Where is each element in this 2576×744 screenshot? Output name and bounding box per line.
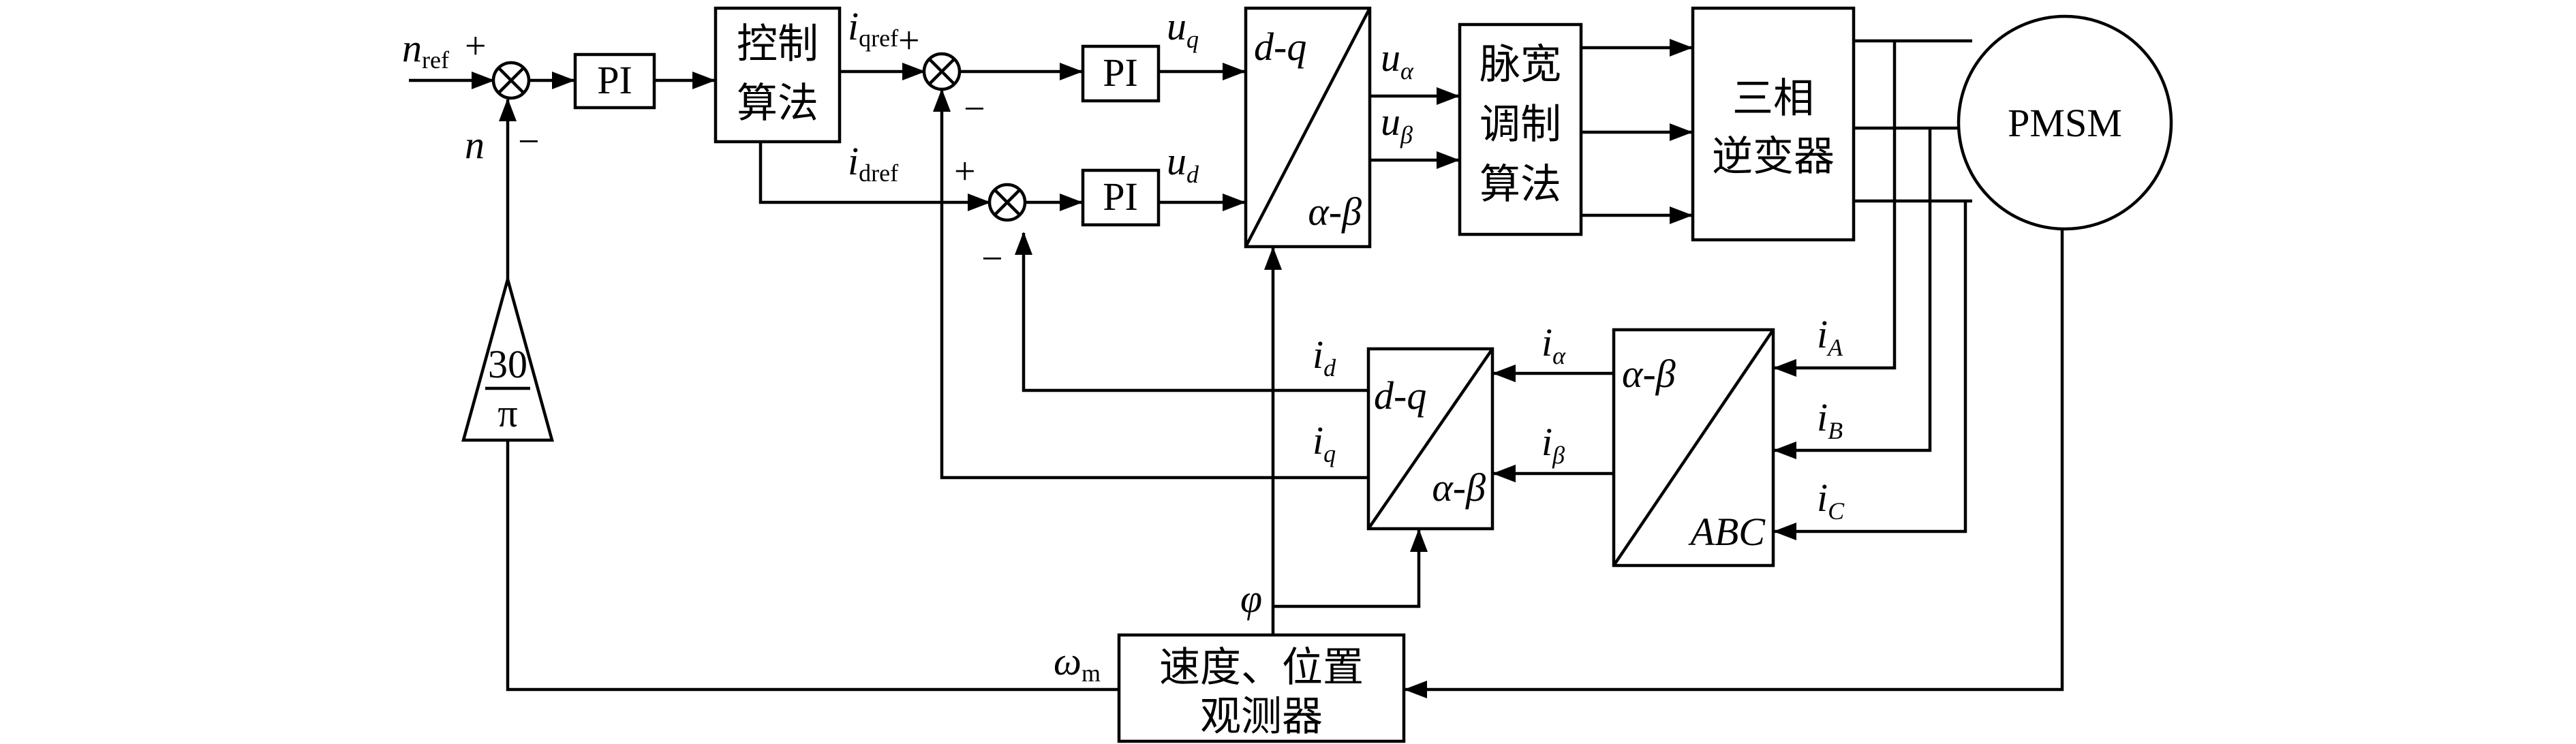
iq-ref-label: iqref (848, 4, 898, 52)
sum1-plus-sign: + (465, 25, 487, 67)
pi-q-label: PI (1103, 50, 1138, 95)
id-ref-label: idref (848, 139, 898, 187)
junction-signs: + − + − + − (465, 20, 1003, 280)
gain-denominator: π (497, 391, 517, 435)
observer-line1: 速度、位置 (1159, 644, 1364, 692)
sum3-minus-sign: − (981, 238, 1003, 280)
pi-d-block: PI (1081, 168, 1161, 227)
id-feedback-label: id (1313, 332, 1336, 382)
control-algo-line2: 算法 (737, 80, 818, 127)
n-ref-label: nref (402, 26, 449, 74)
i-a-label: iA (1817, 312, 1843, 361)
i-alpha-label: iα (1542, 320, 1566, 369)
clarke-bottom: ABC (1687, 510, 1766, 554)
sum1-minus-sign: − (518, 121, 540, 163)
pi-speed-block: PI (573, 52, 656, 110)
observer-line2: 观测器 (1200, 693, 1323, 741)
i-beta-label: iβ (1542, 420, 1565, 469)
sum2-minus-sign: − (964, 88, 985, 130)
pwm-line1: 脉宽 (1479, 41, 1561, 89)
gain-block-30-over-pi: 30 π (461, 273, 554, 442)
i-c-label: iC (1817, 476, 1845, 525)
pwm-line2: 调制 (1479, 101, 1561, 149)
control-algo-line1: 控制 (737, 20, 818, 68)
pmsm-motor: PMSM (1957, 14, 2173, 231)
park-top: d-q (1374, 373, 1426, 418)
clarke-block: α-β ABC (1612, 328, 1775, 568)
sum3-plus-sign: + (954, 151, 976, 193)
inverse-park-bottom: α-β (1308, 189, 1362, 234)
sum-junction-d (987, 183, 1027, 222)
pmsm-label: PMSM (2008, 101, 2122, 145)
pwm-block: 脉宽 调制 算法 (1458, 22, 1583, 236)
pi-d-label: PI (1103, 174, 1138, 219)
signal-wires (409, 39, 2064, 698)
phi-label: φ (1240, 576, 1262, 621)
i-b-label: iB (1817, 395, 1843, 444)
inverter-line2: 逆变器 (1712, 133, 1835, 181)
uq-label: uq (1167, 4, 1199, 53)
inverse-park-top: d-q (1254, 25, 1306, 69)
pi-q-block: PI (1081, 44, 1161, 103)
sum2-plus-sign: + (898, 20, 920, 62)
iq-feedback-label: iq (1313, 418, 1336, 467)
signal-labels: nref n iqref idref uq ud uα uβ id iq iα … (402, 4, 1845, 687)
n-feedback-label: n (465, 123, 485, 167)
control-algorithm-block: 控制 算法 (714, 6, 842, 144)
sum-junction-q (922, 52, 962, 91)
omega-m-label: ωm (1054, 639, 1101, 687)
inverter-block: 三相 逆变器 (1691, 6, 1856, 242)
park-block: d-q α-β (1366, 347, 1494, 531)
ud-label: ud (1167, 139, 1199, 188)
pi-speed-label: PI (597, 58, 632, 102)
inverse-park-block: d-q α-β (1244, 6, 1372, 249)
pwm-line3: 算法 (1479, 161, 1561, 208)
speed-position-observer-block: 速度、位置 观测器 (1117, 633, 1406, 743)
u-alpha-label: uα (1381, 35, 1414, 84)
gain-numerator: 30 (488, 342, 527, 386)
u-beta-label: uβ (1381, 99, 1413, 149)
park-bottom: α-β (1432, 465, 1486, 510)
sum-junction-speed (491, 61, 531, 100)
clarke-top: α-β (1622, 352, 1676, 396)
inverter-line1: 三相 (1732, 75, 1814, 123)
